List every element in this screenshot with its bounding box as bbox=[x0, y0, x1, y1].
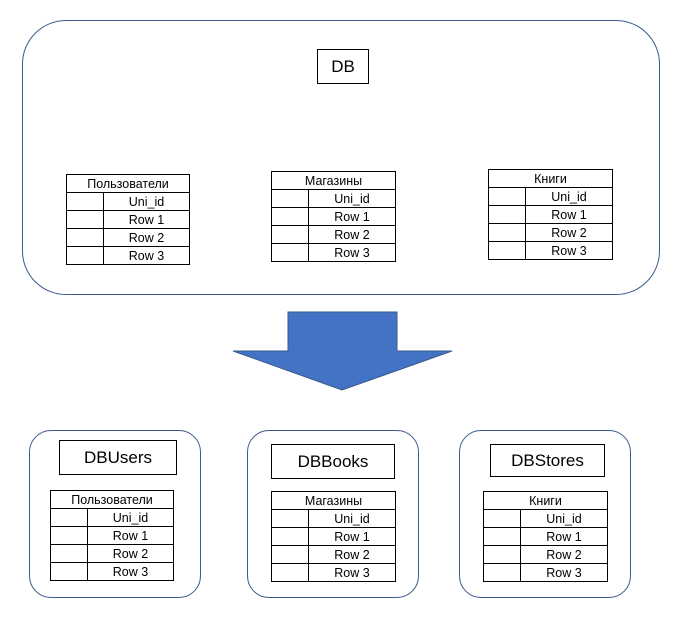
table-title: Магазины bbox=[271, 171, 396, 190]
table-row: Row 1 bbox=[271, 207, 396, 226]
table-row: Row 3 bbox=[483, 563, 608, 582]
table-row: Row 3 bbox=[488, 241, 613, 260]
table-title: Книги bbox=[483, 491, 608, 510]
table-row: Row 2 bbox=[483, 545, 608, 564]
table-users: Пользователи Uni_id Row 1 Row 2 Row 3 bbox=[50, 490, 174, 581]
table-row: Uni_id bbox=[483, 509, 608, 528]
table-row: Row 2 bbox=[488, 223, 613, 242]
table-title: Пользователи bbox=[66, 174, 190, 193]
db-label: DB bbox=[317, 49, 369, 84]
dbstores-label: DBStores bbox=[490, 444, 605, 477]
table-row: Row 3 bbox=[50, 562, 174, 581]
table-row: Uni_id bbox=[271, 509, 396, 528]
table-books: Книги Uni_id Row 1 Row 2 Row 3 bbox=[483, 491, 608, 582]
table-row: Row 3 bbox=[66, 246, 190, 265]
table-users: Пользователи Uni_id Row 1 Row 2 Row 3 bbox=[66, 174, 190, 265]
table-stores: Магазины Uni_id Row 1 Row 2 Row 3 bbox=[271, 491, 396, 582]
table-row: Row 1 bbox=[50, 526, 174, 545]
dbusers-label: DBUsers bbox=[59, 440, 177, 475]
table-title: Магазины bbox=[271, 491, 396, 510]
table-row: Row 3 bbox=[271, 563, 396, 582]
table-row: Uni_id bbox=[488, 187, 613, 206]
table-row: Row 2 bbox=[66, 228, 190, 247]
table-row: Uni_id bbox=[50, 508, 174, 527]
table-row: Row 1 bbox=[271, 527, 396, 546]
table-books: Книги Uni_id Row 1 Row 2 Row 3 bbox=[488, 169, 613, 260]
table-row: Row 1 bbox=[483, 527, 608, 546]
table-row: Row 2 bbox=[271, 545, 396, 564]
table-row: Row 2 bbox=[50, 544, 174, 563]
dbbooks-label: DBBooks bbox=[271, 444, 395, 479]
table-stores: Магазины Uni_id Row 1 Row 2 Row 3 bbox=[271, 171, 396, 262]
table-title: Пользователи bbox=[50, 490, 174, 509]
table-row: Row 3 bbox=[271, 243, 396, 262]
